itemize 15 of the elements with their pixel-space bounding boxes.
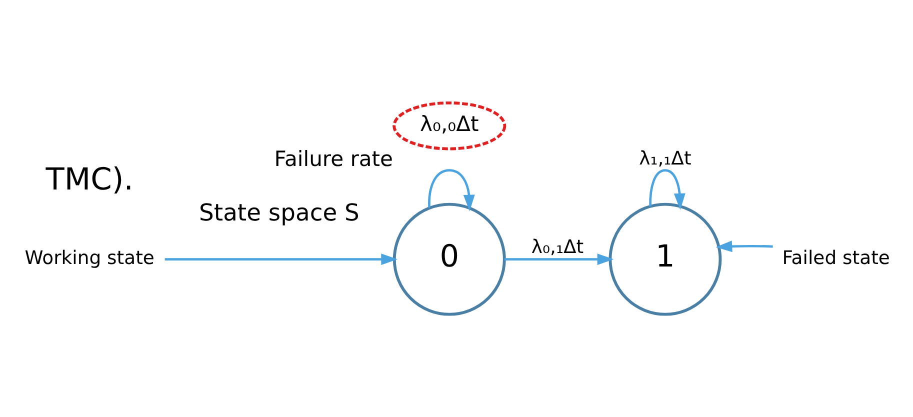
label: State space S: [198, 198, 359, 227]
node-text: Failed state: [782, 248, 890, 269]
arrow: [648, 169, 685, 210]
node-ellipse: λ₀,₀Δt: [392, 101, 506, 150]
edge-label: λ₁,₁Δt: [638, 148, 691, 170]
node-text: Working state: [24, 248, 154, 269]
node-circle: 1: [608, 202, 722, 316]
arrow: [715, 240, 772, 252]
label: TMC).: [45, 162, 133, 198]
arrow: [504, 254, 614, 266]
node-label: Failure rate: [274, 146, 392, 171]
edge-label: λ₀,₁Δt: [530, 237, 584, 258]
arrow: [164, 254, 398, 266]
arrow: [428, 169, 474, 212]
node-circle: 0: [392, 202, 506, 316]
